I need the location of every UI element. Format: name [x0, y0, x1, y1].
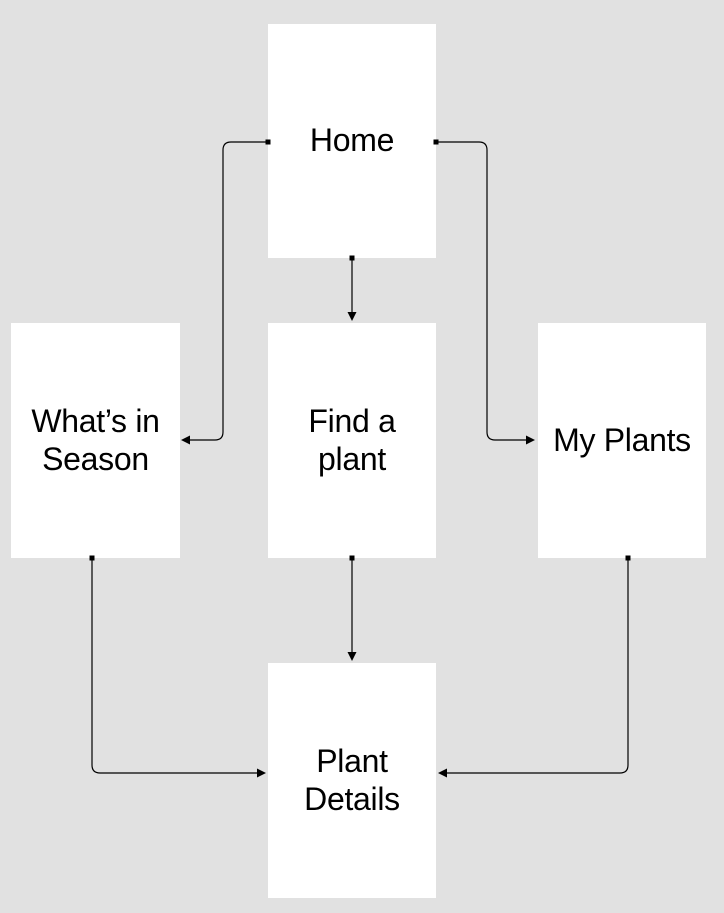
- connector-line: [91, 558, 263, 774]
- connector-my-plants-to-plant-details: [438, 555, 631, 778]
- connector-arrowhead: [181, 435, 190, 445]
- connector-arrowhead: [347, 652, 357, 661]
- node-label: Home: [309, 122, 395, 159]
- connector-line: [436, 141, 532, 441]
- connector-arrowhead: [257, 768, 266, 778]
- connector-line: [441, 558, 629, 774]
- connector-home-to-my-plants: [433, 139, 535, 445]
- node-label: What’s in Season: [31, 402, 160, 477]
- screen-node-whats-in-season[interactable]: What’s in Season: [11, 323, 180, 558]
- screen-node-find-a-plant[interactable]: Find a plant: [268, 323, 436, 558]
- connector-home-to-whats-in-season: [181, 139, 271, 445]
- connector-find-a-plant-to-plant-details: [347, 555, 357, 661]
- screen-node-plant-details[interactable]: Plant Details: [268, 663, 436, 898]
- node-label: Find a plant: [308, 402, 396, 477]
- node-label: Plant Details: [304, 742, 400, 817]
- connector-arrowhead: [438, 768, 447, 778]
- connector-line: [184, 141, 268, 441]
- connector-arrowhead: [347, 312, 357, 321]
- connector-whats-in-season-to-plant-details: [89, 555, 266, 778]
- connector-home-to-find-a-plant: [347, 255, 357, 321]
- screen-node-my-plants[interactable]: My Plants: [538, 323, 706, 558]
- node-label: My Plants: [553, 421, 691, 458]
- connector-arrowhead: [526, 435, 535, 445]
- screen-node-home[interactable]: Home: [268, 24, 436, 258]
